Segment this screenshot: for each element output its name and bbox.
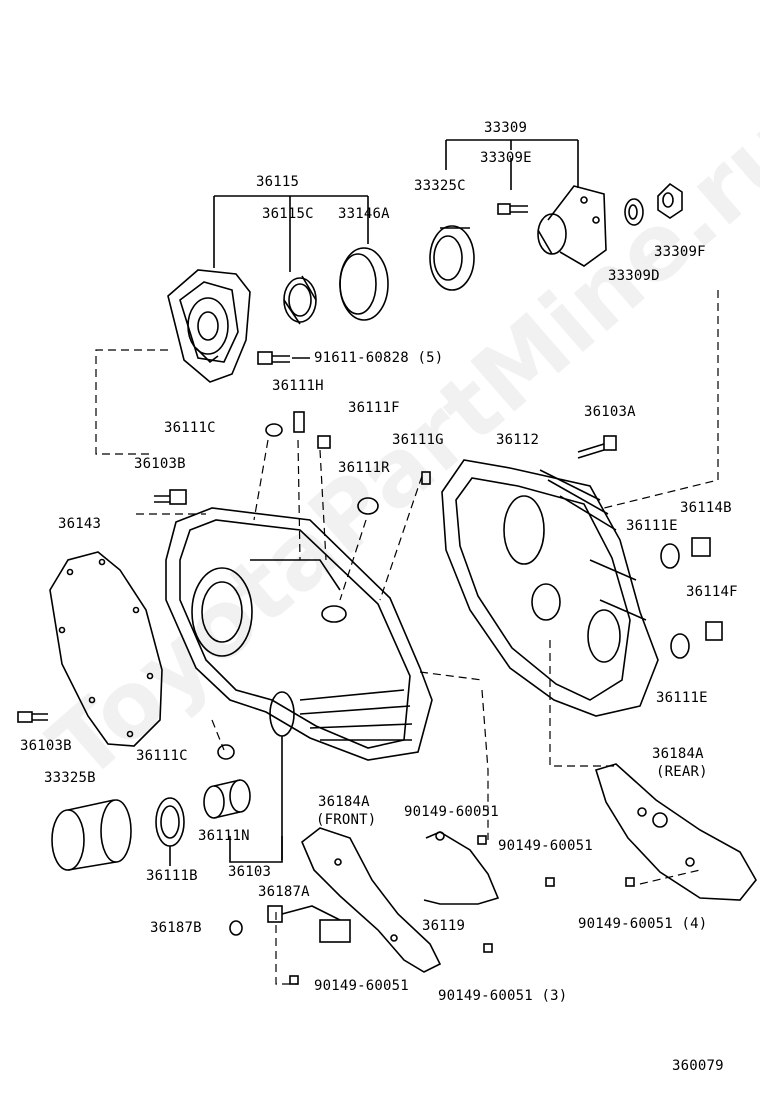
label-36119: 36119	[422, 918, 466, 934]
label-36111c-bot: 36111C	[136, 748, 188, 764]
label-33325b: 33325B	[44, 770, 96, 786]
plug-36111c-bottom	[217, 744, 235, 760]
label-33309: 33309	[484, 120, 528, 136]
label-33309f: 33309F	[654, 244, 706, 260]
shield-36184a-front	[301, 827, 442, 973]
label-33309d: 33309D	[608, 268, 660, 284]
label-36184a-front: 36184A	[318, 794, 370, 810]
label-36111n: 36111N	[198, 828, 250, 844]
label-36111f: 36111F	[348, 400, 400, 416]
nut-33309f	[657, 182, 683, 219]
label-36111e-bot: 36111E	[656, 690, 708, 706]
seal-33325c	[429, 225, 475, 291]
bracket-36103	[229, 836, 283, 863]
label-36184a-rear-note: (REAR)	[656, 764, 708, 780]
label-36103: 36103	[228, 864, 272, 880]
bolts-90149	[289, 835, 635, 985]
front-case-36103	[165, 507, 433, 761]
label-90149-3: 90149-60051 (3)	[438, 988, 568, 1004]
cover-36115	[167, 269, 251, 383]
sleeve-33325b	[51, 799, 132, 871]
label-36111g: 36111G	[392, 432, 444, 448]
sensor-36187a	[267, 905, 351, 943]
label-36184a-front-note: (FRONT)	[316, 812, 377, 828]
label-36103a: 36103A	[584, 404, 636, 420]
wire-36119	[423, 831, 500, 905]
label-90149-b: 90149-60051	[498, 838, 593, 854]
leader-lines	[95, 290, 719, 985]
rear-case-36112	[441, 459, 659, 717]
label-36112: 36112	[496, 432, 540, 448]
bushing-36111n	[203, 779, 251, 819]
seal-36111b	[155, 797, 185, 866]
label-90149-4: 90149-60051 (4)	[578, 916, 708, 932]
label-36111e-top: 36111E	[626, 518, 678, 534]
label-36187a: 36187A	[258, 884, 310, 900]
diagram-code: 360079	[672, 1058, 724, 1074]
seal-36115c	[283, 275, 317, 325]
ring-33146a	[339, 247, 389, 321]
label-36111c-top: 36111C	[164, 420, 216, 436]
label-33146a: 33146A	[338, 206, 390, 222]
label-36111b: 36111B	[146, 868, 198, 884]
gasket-36143	[49, 551, 163, 747]
label-36114b: 36114B	[680, 500, 732, 516]
bolt-91611	[257, 351, 310, 365]
bolt-36103b-bottom	[17, 711, 48, 723]
label-36114f: 36114F	[686, 584, 738, 600]
label-36115c: 36115C	[262, 206, 314, 222]
label-36184a-rear: 36184A	[652, 746, 704, 762]
label-90149-c: 90149-60051	[314, 978, 409, 994]
flange-33309	[537, 185, 607, 267]
bracket-33309	[445, 139, 579, 190]
bracket-36115	[213, 195, 369, 272]
label-36111r: 36111R	[338, 460, 390, 476]
fasteners-row	[154, 411, 723, 659]
label-36115: 36115	[256, 174, 300, 190]
label-36103b-top: 36103B	[134, 456, 186, 472]
bolt-33309e	[497, 203, 528, 215]
label-90149-a: 90149-60051	[404, 804, 499, 820]
shield-36184a-rear	[594, 763, 757, 901]
label-36111h: 36111H	[272, 378, 324, 394]
label-36187b: 36187B	[150, 920, 202, 936]
washer-33309d	[624, 198, 644, 226]
label-36143: 36143	[58, 516, 102, 532]
oring-36187b	[229, 920, 243, 936]
label-91611: 91611-60828 (5)	[314, 350, 444, 366]
label-33309e: 33309E	[480, 150, 532, 166]
label-36103b-bot: 36103B	[20, 738, 72, 754]
label-33325c: 33325C	[414, 178, 466, 194]
